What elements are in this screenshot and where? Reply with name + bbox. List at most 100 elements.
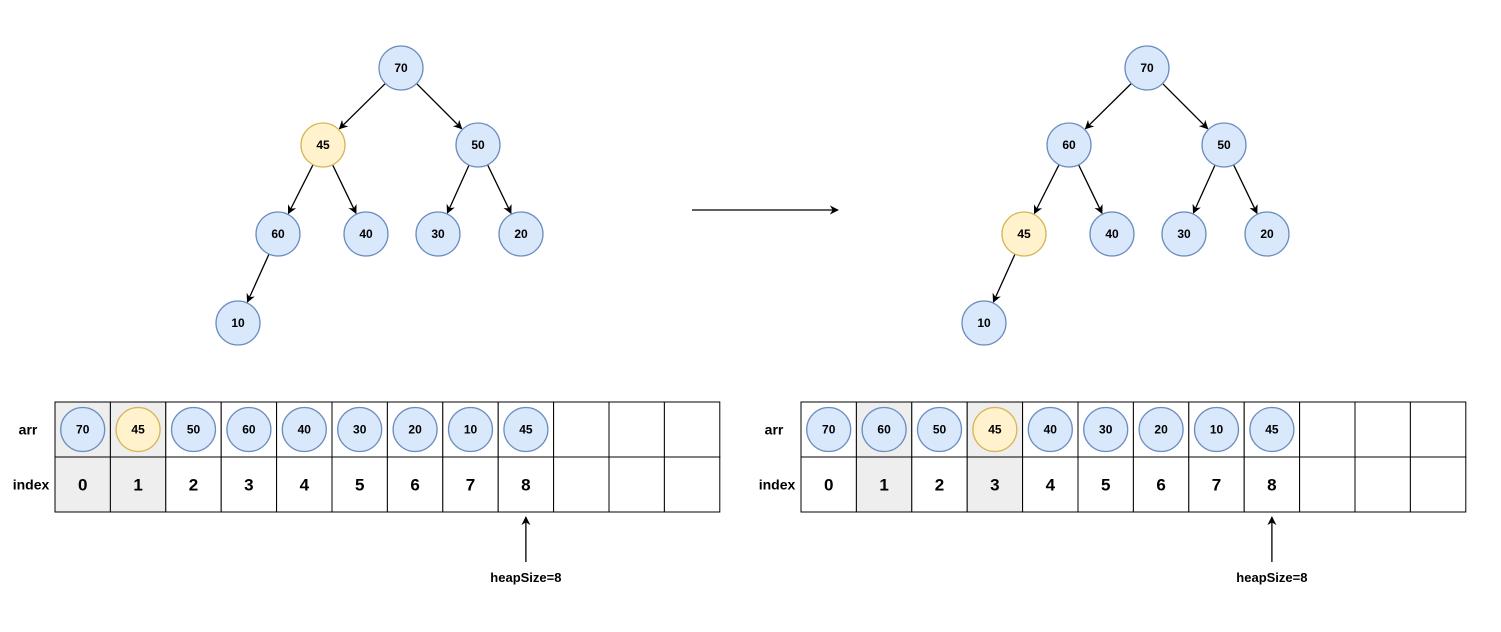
tree-node-value: 20 xyxy=(514,227,528,241)
index-value: 7 xyxy=(1212,476,1221,495)
tree-node-circle xyxy=(1124,45,1170,91)
arr-value-circle xyxy=(447,406,494,453)
tree-node-value: 10 xyxy=(231,316,245,330)
heap-size-label: heapSize=8 xyxy=(490,570,561,585)
before-tree-node-10: 10 xyxy=(215,300,261,346)
before-tree-edge-b-e xyxy=(332,164,357,215)
arr-value: 30 xyxy=(1099,423,1113,437)
index-value: 3 xyxy=(244,476,253,495)
before-tree-node-60: 60 xyxy=(255,211,301,257)
tree-node-value: 10 xyxy=(977,316,991,330)
arr-value-circle xyxy=(1193,406,1240,453)
arr-value: 70 xyxy=(822,423,836,437)
index-value: 3 xyxy=(990,476,999,495)
index-value: 2 xyxy=(935,476,944,495)
tree-node-circle xyxy=(300,122,346,168)
tree-node-value: 45 xyxy=(316,138,330,152)
arr-value-circle xyxy=(1083,406,1129,453)
tree-node-value: 60 xyxy=(1062,138,1076,152)
arr-value-circle xyxy=(1138,406,1184,453)
index-cell-5 xyxy=(331,456,388,513)
index-cell-11 xyxy=(1409,456,1467,513)
arr-value-circle xyxy=(281,406,327,453)
tree-node-value: 50 xyxy=(471,138,485,152)
index-value: 1 xyxy=(133,476,142,495)
arr-cell-11 xyxy=(1409,401,1467,458)
arr-value: 45 xyxy=(988,423,1002,437)
after-tree-node-70: 70 xyxy=(1124,45,1170,91)
arr-value-circle xyxy=(60,406,106,453)
arr-value: 10 xyxy=(464,423,478,437)
tree-node-circle xyxy=(1001,211,1047,257)
tree-node-value: 30 xyxy=(1177,227,1191,241)
before-tree-edge-c-g xyxy=(487,164,512,215)
arr-value: 60 xyxy=(877,423,891,437)
tree-node-value: 20 xyxy=(1260,227,1274,241)
arr-value-circle xyxy=(170,406,217,453)
arr-value-circle xyxy=(503,406,549,453)
index-cell-1 xyxy=(109,456,167,513)
after-tree-edge-d-h xyxy=(992,253,1016,303)
index-value: 1 xyxy=(879,476,888,495)
after-tree-node-30: 30 xyxy=(1161,211,1207,257)
after-array-table: arrindex700601502453404305206107458heapS… xyxy=(759,401,1467,585)
before-tree-edge-a-c xyxy=(416,83,463,130)
index-value: 4 xyxy=(1046,476,1056,495)
arr-value-circle xyxy=(972,406,1018,453)
arr-value: 45 xyxy=(131,423,145,437)
tree-node-circle xyxy=(961,300,1007,346)
arr-value-circle xyxy=(226,406,272,453)
index-cell-5 xyxy=(1077,456,1134,513)
tree-node-circle xyxy=(343,211,389,257)
after-tree-edge-a-c xyxy=(1162,83,1209,130)
after-tree-node-50: 50 xyxy=(1201,122,1247,168)
after-tree-node-45: 45 xyxy=(1001,211,1047,257)
index-cell-9 xyxy=(553,456,610,513)
index-value: 8 xyxy=(521,476,530,495)
after-tree-edge-b-e xyxy=(1078,164,1103,215)
tree-node-circle xyxy=(1089,211,1135,257)
arr-value-circle xyxy=(115,406,161,453)
after-tree-node-60: 60 xyxy=(1046,122,1092,168)
tree-node-circle xyxy=(255,211,301,257)
index-row-label: index xyxy=(759,477,796,493)
tree-node-value: 50 xyxy=(1217,138,1231,152)
arr-value: 60 xyxy=(242,423,256,437)
index-value: 0 xyxy=(824,476,833,495)
before-tree-node-30: 30 xyxy=(415,211,461,257)
index-cell-6 xyxy=(386,456,444,513)
before-tree-node-70: 70 xyxy=(378,45,424,91)
arr-value-circle xyxy=(916,406,963,453)
after-tree-node-40: 40 xyxy=(1089,211,1135,257)
tree-node-value: 40 xyxy=(359,227,373,241)
before-tree-node-50: 50 xyxy=(455,122,501,168)
before-tree-node-45: 45 xyxy=(300,122,346,168)
index-cell-7 xyxy=(442,456,499,513)
heap-size-label: heapSize=8 xyxy=(1236,570,1307,585)
tree-node-value: 45 xyxy=(1017,227,1031,241)
after-tree-node-10: 10 xyxy=(961,300,1007,346)
tree-node-circle xyxy=(455,122,501,168)
arr-value: 45 xyxy=(1265,423,1279,437)
arr-cell-10 xyxy=(1354,401,1411,458)
arr-cell-11 xyxy=(663,401,721,458)
index-row-label: index xyxy=(13,477,50,493)
before-array-table: arrindex700451502603404305206107458heapS… xyxy=(13,401,721,585)
tree-node-circle xyxy=(1201,122,1247,168)
arr-value-circle xyxy=(1249,406,1295,453)
arr-value: 10 xyxy=(1210,423,1224,437)
arr-value: 50 xyxy=(933,423,947,437)
tree-node-circle xyxy=(378,45,424,91)
index-cell-8 xyxy=(497,456,555,513)
arr-value: 20 xyxy=(1154,423,1168,437)
index-cell-1 xyxy=(855,456,913,513)
index-cell-8 xyxy=(1243,456,1301,513)
tree-node-circle xyxy=(215,300,261,346)
index-cell-4 xyxy=(276,456,333,513)
index-value: 2 xyxy=(189,476,198,495)
arr-cell-9 xyxy=(1299,401,1356,458)
tree-node-circle xyxy=(1244,211,1290,257)
index-cell-2 xyxy=(165,456,222,513)
before-tree-node-40: 40 xyxy=(343,211,389,257)
